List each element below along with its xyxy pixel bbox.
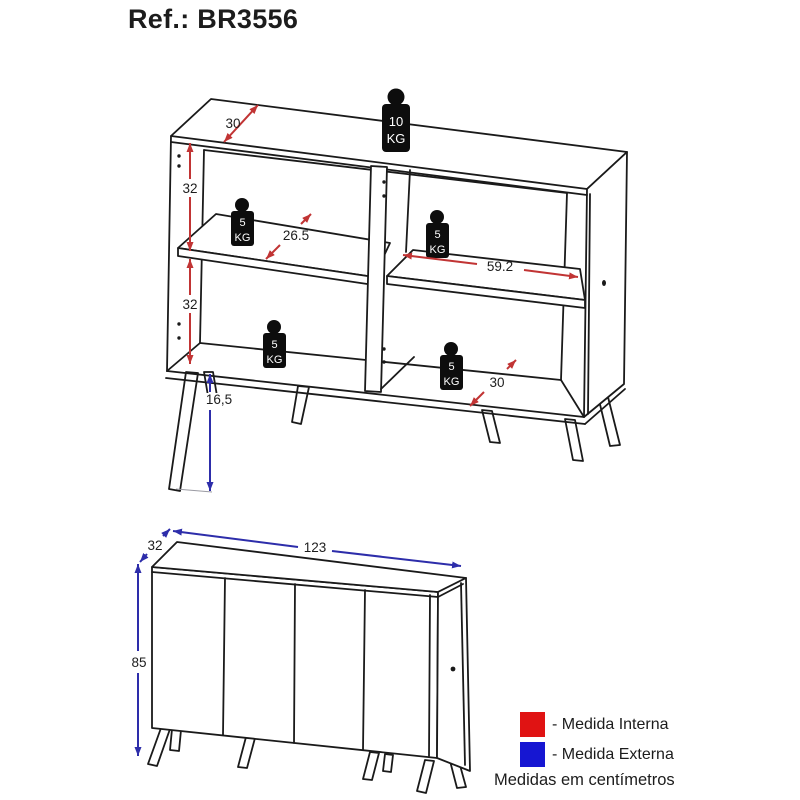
weight-5kg-right-shelf-icon: 5 KG xyxy=(426,210,449,258)
weight-value: 5 xyxy=(239,217,245,229)
internal-dimension-arrows: 30 32 32 26.5 59.2 30 xyxy=(182,104,579,407)
weight-10kg-value: 10 xyxy=(389,114,403,129)
weight-5kg-right-bottom-icon: 5 KG xyxy=(440,342,463,390)
front-view-legs xyxy=(147,727,467,794)
dim-depth-label: 32 xyxy=(147,538,162,553)
dim-lower-height-label: 32 xyxy=(182,297,197,312)
dim-width-label: 123 xyxy=(304,540,327,555)
top-view-legs xyxy=(168,371,621,492)
weight-10kg-unit: KG xyxy=(387,131,406,146)
cabinet-front-view: 123 32 85 xyxy=(131,528,471,794)
dim-shelf-width-label: 59.2 xyxy=(487,259,513,274)
dim-top-depth-label: 30 xyxy=(225,116,240,131)
weight-unit: KG xyxy=(444,376,460,388)
front-view-linework xyxy=(151,541,471,772)
weight-value: 5 xyxy=(448,361,454,373)
weight-unit: KG xyxy=(267,354,283,366)
legend-external-label: - Medida Externa xyxy=(552,745,674,763)
page-title: Ref.: BR3556 xyxy=(128,4,299,34)
legend-external-row: - Medida Externa xyxy=(520,742,674,767)
top-view-center-divider xyxy=(364,165,415,393)
weight-unit: KG xyxy=(430,244,446,256)
weight-5kg-left-bottom-icon: 5 KG xyxy=(263,320,286,368)
external-dimension-arrows: 123 32 85 xyxy=(131,528,462,756)
weight-unit: KG xyxy=(235,232,251,244)
weight-value: 5 xyxy=(434,229,440,241)
cabinet-top-view: 10 KG 5 KG 5 KG 5 KG xyxy=(165,88,628,493)
dim-bottom-depth-label: 30 xyxy=(489,375,504,390)
dim-upper-height-label: 32 xyxy=(182,181,197,196)
external-measure-swatch xyxy=(520,742,545,767)
leg-height-arrow: 16,5 xyxy=(175,374,237,493)
weight-value: 5 xyxy=(271,339,277,351)
dim-leg-height-label: 16,5 xyxy=(206,392,232,407)
legend-internal-row: - Medida Interna xyxy=(520,712,669,737)
legend-internal-label: - Medida Interna xyxy=(552,715,669,733)
weight-5kg-left-shelf-icon: 5 KG xyxy=(231,198,254,246)
handle-hole xyxy=(450,666,456,672)
internal-measure-swatch xyxy=(520,712,545,737)
legend-units-note: Medidas em centímetros xyxy=(494,771,675,789)
dim-shelf-depth-label: 26.5 xyxy=(283,228,309,243)
dim-height-label: 85 xyxy=(131,655,146,670)
weight-10kg-icon: 10 KG xyxy=(382,88,410,152)
shelf-pin-holes xyxy=(177,154,606,364)
